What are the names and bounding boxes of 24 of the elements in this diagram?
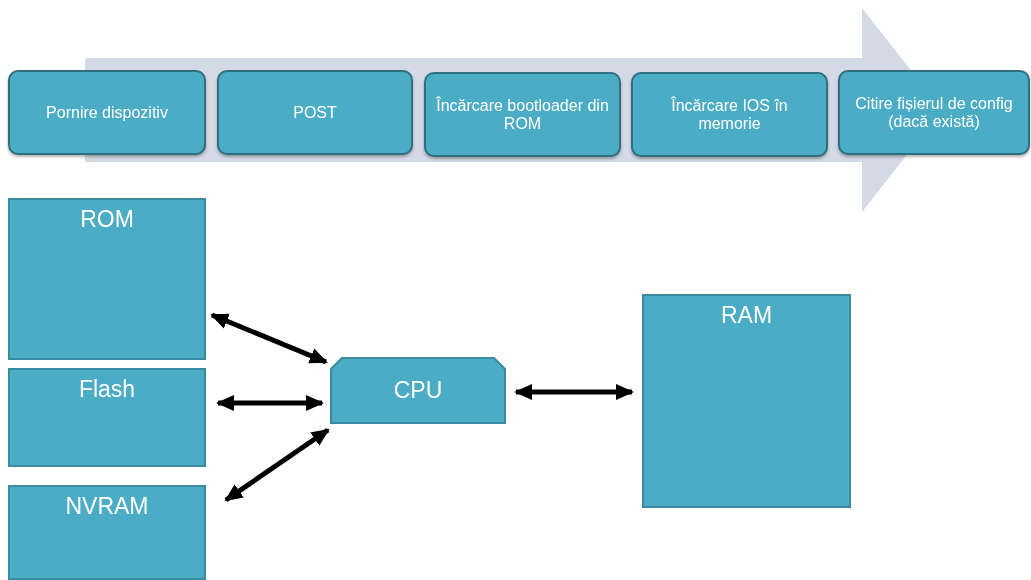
cpu-block — [330, 357, 506, 424]
process-step-box — [838, 70, 1030, 155]
node-label: NVRAM — [65, 493, 149, 519]
double-arrow — [216, 395, 324, 411]
node-label: Pornire dispozitiv — [46, 103, 168, 122]
node-label: RAM — [720, 302, 773, 328]
node-label: Încărcare IOS în memorie — [670, 96, 789, 133]
double-arrow — [210, 312, 328, 365]
node-label: Citire fișierul de config (dacă există) — [854, 94, 1014, 131]
process-step-box — [8, 70, 206, 155]
double-arrow — [514, 384, 634, 400]
node-label: Încărcare bootloader din ROM — [435, 96, 610, 133]
double-arrow — [224, 427, 330, 503]
process-step-box — [631, 72, 828, 157]
node-label: ROM — [80, 206, 134, 232]
memory-block — [8, 485, 206, 580]
process-step-box — [424, 72, 621, 157]
memory-block — [8, 368, 206, 467]
node-label: Flash — [78, 376, 136, 402]
memory-block — [8, 198, 206, 360]
memory-block — [642, 294, 851, 508]
node-label: CPU — [393, 377, 443, 404]
node-label: POST — [293, 103, 337, 122]
process-step-box — [217, 70, 413, 155]
